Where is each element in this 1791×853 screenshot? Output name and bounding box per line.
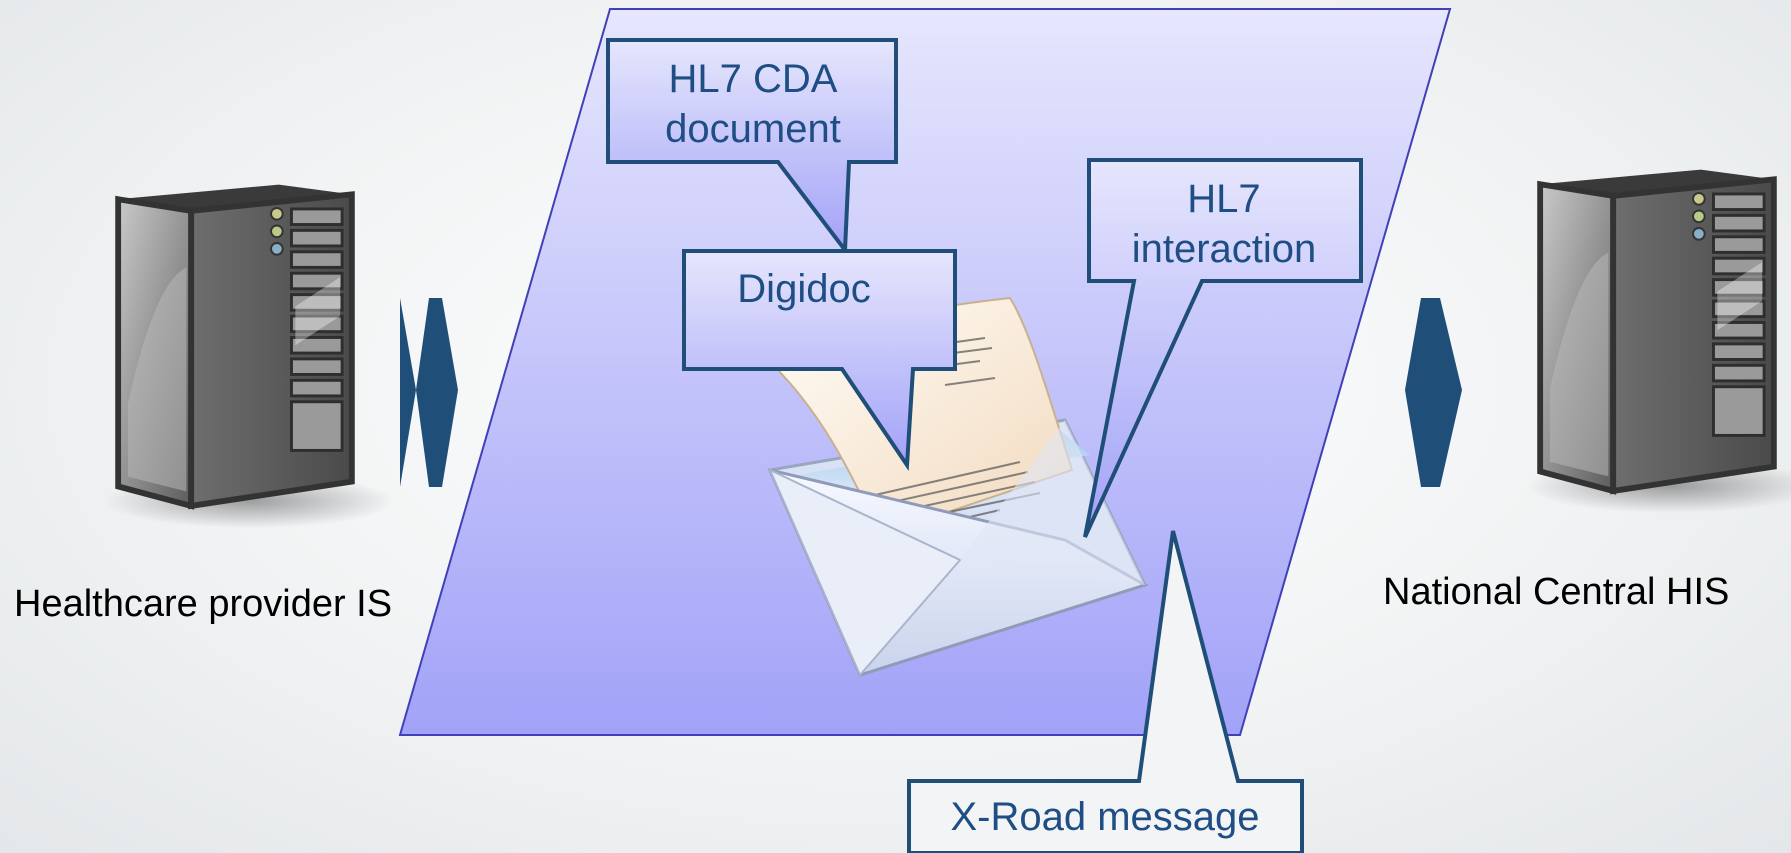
xroad-message-label: X-Road message: [950, 795, 1259, 839]
right-server-icon: [1526, 170, 1791, 514]
digidoc-callout: Digidoc: [682, 249, 957, 471]
hl7-cda-document-callout: HL7 CDA document: [606, 38, 898, 256]
hl7-interaction-callout: HL7 interaction: [1083, 158, 1363, 538]
left-server-icon: [104, 185, 396, 529]
left-double-arrow-icon: [416, 298, 458, 487]
hl7-interaction-label-line2: interaction: [1132, 227, 1317, 271]
hl7-interaction-label-line1: HL7: [1187, 177, 1260, 221]
hl7-cda-label-line2: document: [665, 107, 841, 151]
left-server-label: Healthcare provider IS: [14, 583, 392, 625]
xroad-message-callout: X-Road message: [907, 530, 1304, 853]
digidoc-label: Digidoc: [737, 267, 870, 311]
left-arrow-left-half: [400, 298, 416, 487]
right-double-arrow-icon: [1405, 298, 1462, 487]
hl7-cda-label-line1: HL7 CDA: [669, 57, 838, 101]
envelope-letter-icon: [766, 296, 1149, 677]
right-server-label: National Central HIS: [1383, 571, 1729, 613]
